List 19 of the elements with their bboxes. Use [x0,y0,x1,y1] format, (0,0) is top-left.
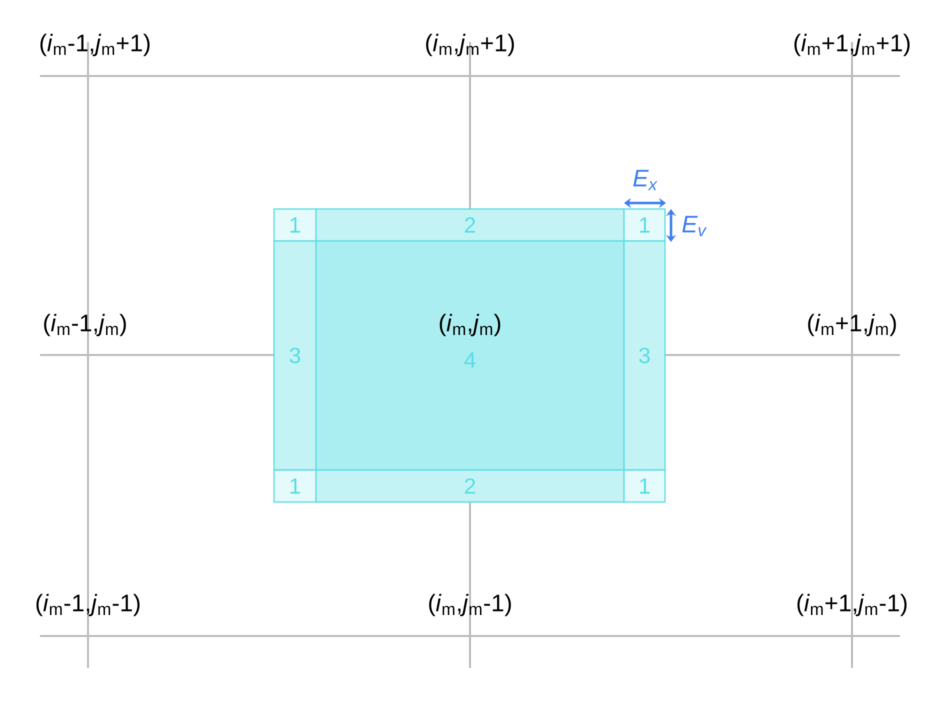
coordinate-label: (i$_{m}$-1,j$_{m}$) [44,314,126,336]
region-cell: 1 [273,208,317,242]
coordinate-label: (i$_{m}$+1,j$_{m}$+1) [794,34,910,56]
dimension-label: E$_{v}$ [682,216,707,236]
coordinate-label: (i$_{m}$-1,j$_{m}$+1) [40,34,150,56]
region-cell: 3 [623,240,666,471]
coordinate-label: (i$_{m}$,j$_{m}$+1) [426,34,514,56]
region-cell: 2 [315,208,625,242]
coordinate-label: (i$_{m}$,j$_{m}$) [440,314,500,336]
coordinate-label: (i$_{m}$-1,j$_{m}$-1) [36,594,140,616]
dimension-label: E$_{x}$ [633,170,658,190]
coordinate-label: (i$_{m}$+1,j$_{m}$) [808,314,896,336]
coordinate-label: (i$_{m}$+1,j$_{m}$-1) [797,594,907,616]
coordinate-label: (i$_{m}$,j$_{m}$-1) [429,594,511,616]
region-cell: 2 [315,469,625,503]
region-cell: 1 [623,208,666,242]
region-cell: 1 [623,469,666,503]
region-cell: 3 [273,240,317,471]
region-cell: 1 [273,469,317,503]
